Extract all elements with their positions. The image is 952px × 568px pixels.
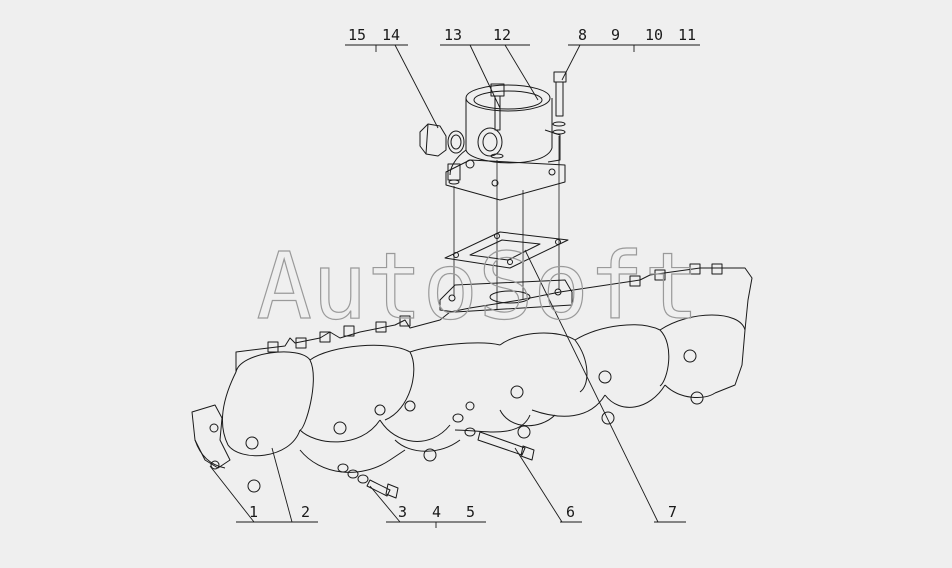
plug-and-washer [419,123,465,157]
callout-2: 2 [301,503,310,521]
outlet-housing [445,84,566,201]
leader-lines [209,44,700,528]
callout-8: 8 [578,26,587,44]
callout-12: 12 [493,26,511,44]
exhaust-manifold [191,263,753,493]
callout-14: 14 [382,26,400,44]
callout-4: 4 [432,503,441,521]
bolt-stacks [447,71,567,185]
callout-11: 11 [678,26,696,44]
callout-3: 3 [398,503,407,521]
watermark-text: AutoSoft [256,233,699,340]
callout-15: 15 [348,26,366,44]
callout-13: 13 [444,26,462,44]
assembly-lines [453,136,560,310]
callout-9: 9 [611,26,620,44]
callout-labels: 15 14 13 12 8 9 10 11 1 2 3 4 5 6 7 [249,26,696,521]
callout-5: 5 [466,503,475,521]
callout-6: 6 [566,503,575,521]
callout-1: 1 [249,503,258,521]
loose-bolts [337,413,535,499]
callout-10: 10 [645,26,663,44]
callout-7: 7 [668,503,677,521]
gasket [444,231,569,269]
